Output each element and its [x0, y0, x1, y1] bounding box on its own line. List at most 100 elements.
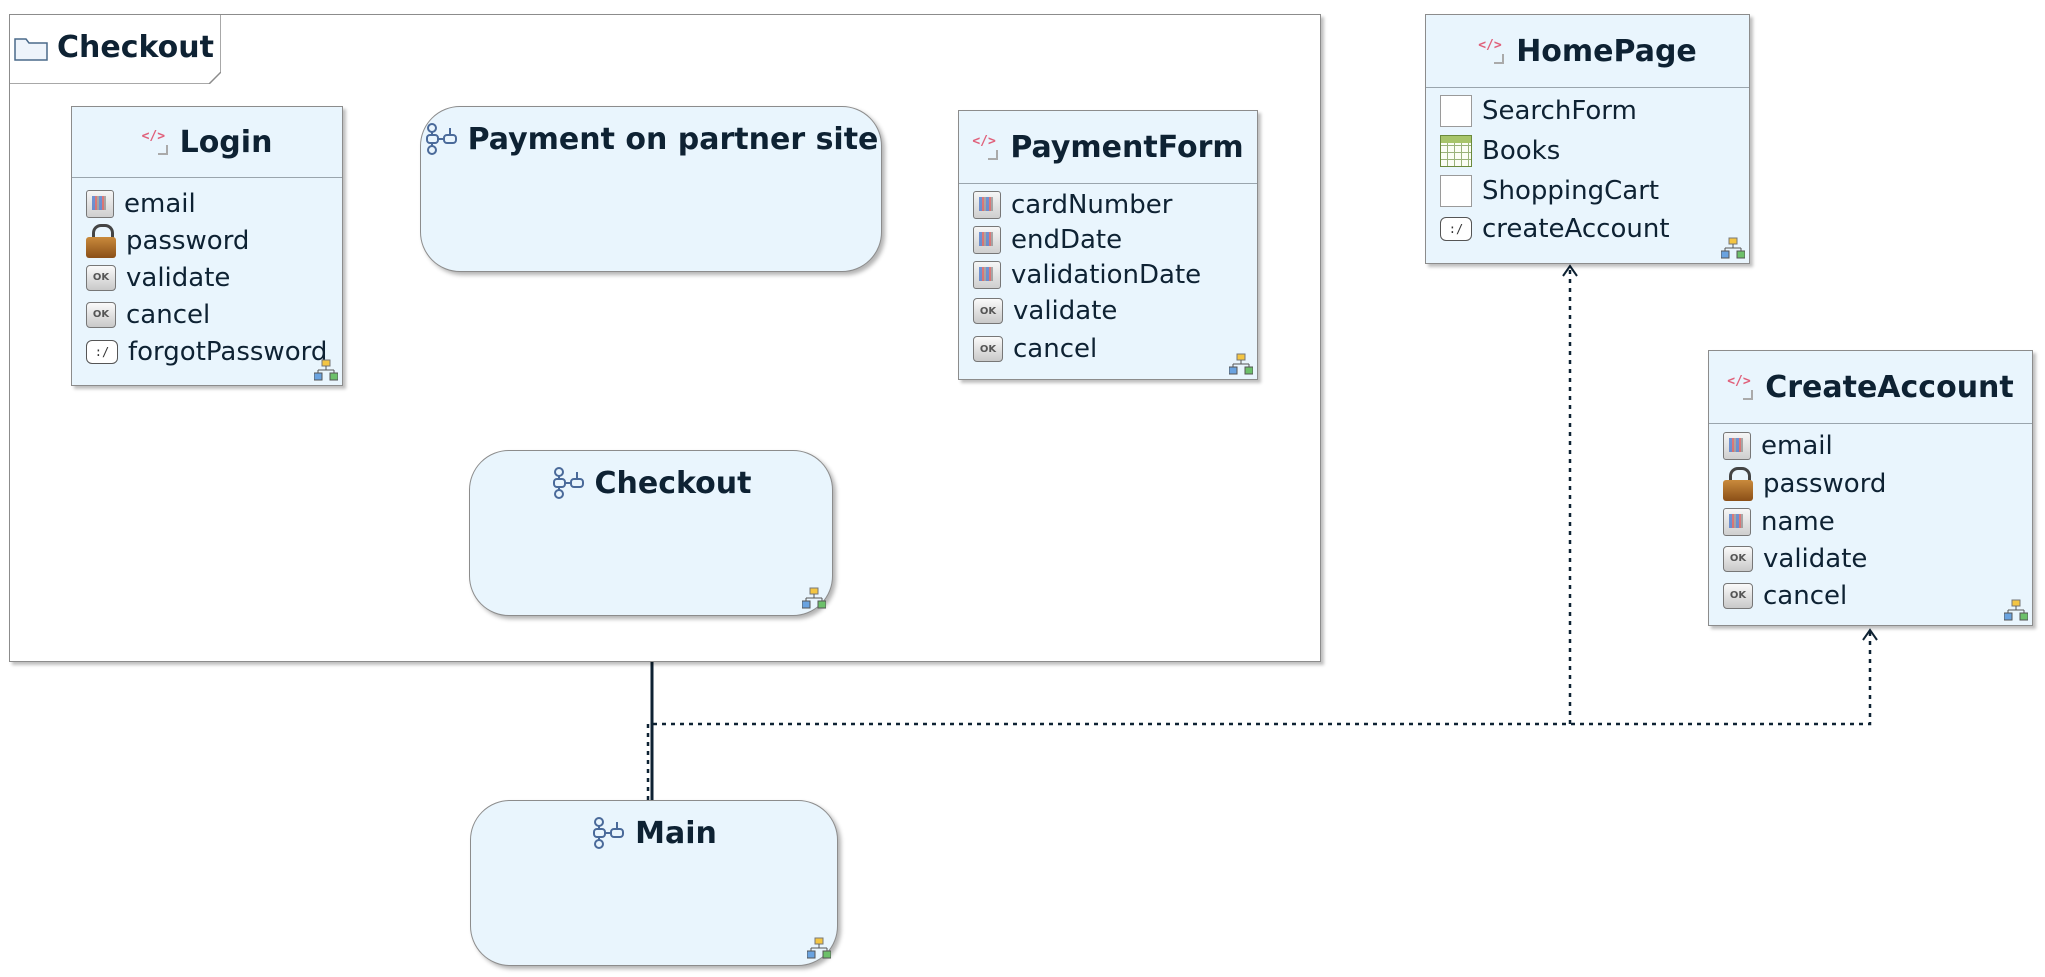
- element-label: validate: [126, 262, 231, 293]
- dependency-arrow-createaccount: [1862, 628, 1878, 641]
- flow-title: Payment on partner site: [467, 121, 879, 157]
- flow-title: Main: [635, 815, 717, 851]
- view-element[interactable]: OK validate: [973, 292, 1201, 330]
- view-element[interactable]: name: [1723, 503, 1886, 540]
- view-element[interactable]: endDate: [973, 222, 1201, 257]
- flow-title: Checkout: [594, 465, 752, 501]
- page-icon: [142, 127, 170, 157]
- view-element[interactable]: email: [1723, 427, 1886, 464]
- view-element[interactable]: OK validate: [86, 259, 327, 296]
- package-title: Checkout: [57, 30, 214, 65]
- element-label: forgotPassword: [128, 336, 328, 367]
- view-element[interactable]: OK cancel: [973, 330, 1201, 368]
- view-element-list: cardNumber endDate validationDate OK vali…: [973, 187, 1201, 368]
- flow-main[interactable]: Main: [470, 800, 838, 966]
- ok-button-icon: OK: [973, 336, 1003, 362]
- panel-icon: [1440, 175, 1472, 207]
- ok-button-icon: OK: [973, 298, 1003, 324]
- hierarchy-icon: [1721, 237, 1745, 259]
- view-element[interactable]: OK cancel: [1723, 577, 1886, 614]
- element-label: cardNumber: [1011, 189, 1173, 220]
- text-field-icon: [973, 260, 1001, 289]
- ok-button-icon: OK: [1723, 582, 1753, 609]
- flow-checkout[interactable]: Checkout: [469, 450, 833, 616]
- element-label: email: [124, 188, 196, 219]
- flow-header: Main: [471, 815, 837, 851]
- view-element[interactable]: password: [1723, 464, 1886, 503]
- view-header: HomePage: [1426, 15, 1749, 88]
- view-element[interactable]: email: [86, 185, 327, 222]
- element-label: Books: [1482, 136, 1561, 166]
- element-label: validate: [1763, 543, 1868, 574]
- text-field-icon: [86, 189, 114, 218]
- view-element[interactable]: :/ forgotPassword: [86, 333, 327, 370]
- view-header: CreateAccount: [1709, 351, 2032, 424]
- text-field-icon: [973, 190, 1001, 219]
- element-label: name: [1761, 506, 1835, 537]
- view-header: Login: [72, 107, 342, 178]
- hierarchy-icon: [1229, 353, 1253, 375]
- view-create-account[interactable]: CreateAccount email password name OK vali…: [1708, 350, 2033, 626]
- flow-header: Payment on partner site: [421, 121, 881, 157]
- flow-icon: [552, 467, 584, 499]
- flow-icon: [425, 123, 457, 155]
- page-icon: [1478, 36, 1506, 66]
- flow-icon: [593, 817, 625, 849]
- view-element[interactable]: validationDate: [973, 257, 1201, 292]
- lock-icon: [86, 223, 116, 258]
- hierarchy-icon: [314, 359, 338, 381]
- view-element[interactable]: OK cancel: [86, 296, 327, 333]
- view-login[interactable]: Login email password OK validate OK cancel…: [71, 106, 343, 386]
- view-header: PaymentForm: [959, 111, 1257, 184]
- element-label: SearchForm: [1482, 96, 1637, 126]
- view-element[interactable]: :/ createAccount: [1440, 211, 1670, 247]
- element-label: validate: [1013, 296, 1118, 326]
- view-home-page[interactable]: HomePage SearchForm Books ShoppingCart :…: [1425, 14, 1750, 264]
- view-title: Login: [179, 124, 273, 160]
- element-label: password: [1763, 468, 1887, 499]
- element-label: cancel: [1013, 334, 1098, 364]
- link-icon: :/: [1440, 217, 1472, 241]
- element-label: createAccount: [1482, 214, 1670, 244]
- view-element-list: email password name OK validate OK cancel: [1723, 427, 1886, 614]
- view-element[interactable]: cardNumber: [973, 187, 1201, 222]
- link-icon: :/: [86, 339, 118, 364]
- text-field-icon: [973, 225, 1001, 254]
- element-label: cancel: [1763, 580, 1848, 611]
- package-tab: [9, 14, 221, 84]
- table-icon: [1440, 135, 1472, 167]
- element-label: validationDate: [1011, 259, 1202, 290]
- view-element[interactable]: Books: [1440, 131, 1670, 171]
- element-label: password: [126, 225, 250, 256]
- view-title: HomePage: [1516, 33, 1697, 69]
- element-label: cancel: [126, 299, 211, 330]
- view-title: PaymentForm: [1010, 129, 1244, 165]
- view-element[interactable]: password: [86, 222, 327, 259]
- panel-icon: [1440, 95, 1472, 127]
- view-element-list: email password OK validate OK cancel :/ for…: [86, 185, 327, 370]
- hierarchy-icon: [807, 937, 831, 959]
- flow-payment-on-partner-site[interactable]: Payment on partner site: [420, 106, 882, 272]
- element-label: ShoppingCart: [1482, 176, 1660, 206]
- view-element[interactable]: SearchForm: [1440, 91, 1670, 131]
- view-element[interactable]: ShoppingCart: [1440, 171, 1670, 211]
- hierarchy-icon: [802, 587, 826, 609]
- dependency-main-homepage-createaccount: [646, 266, 1872, 800]
- flow-header: Checkout: [470, 465, 832, 501]
- text-field-icon: [1723, 431, 1751, 460]
- view-element-list: SearchForm Books ShoppingCart :/ createAc…: [1440, 91, 1670, 247]
- lock-icon: [1723, 466, 1753, 501]
- element-label: email: [1761, 430, 1833, 461]
- view-payment-form[interactable]: PaymentForm cardNumber endDate validatio…: [958, 110, 1258, 380]
- element-label: endDate: [1011, 224, 1123, 255]
- ok-button-icon: OK: [86, 301, 116, 328]
- ok-button-icon: OK: [1723, 545, 1753, 572]
- text-field-icon: [1723, 507, 1751, 536]
- folder-icon: [14, 38, 48, 61]
- dependency-arrow-homepage: [1562, 264, 1578, 277]
- page-icon: [972, 132, 1000, 162]
- ok-button-icon: OK: [86, 264, 116, 291]
- view-element[interactable]: OK validate: [1723, 540, 1886, 577]
- hierarchy-icon: [2004, 599, 2028, 621]
- page-icon: [1727, 372, 1755, 402]
